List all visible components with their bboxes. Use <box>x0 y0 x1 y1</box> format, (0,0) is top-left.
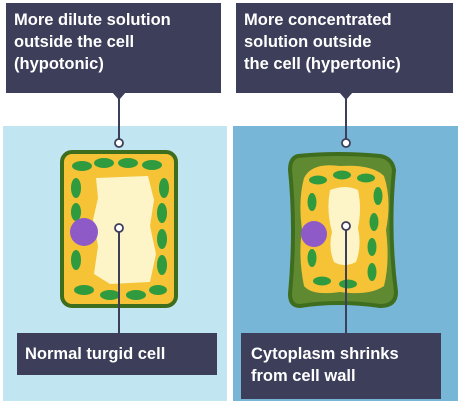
circle-pointer-icon <box>341 221 351 231</box>
chloroplast-icon <box>307 249 317 267</box>
plasmolysed-chloroplasts <box>307 170 383 289</box>
chloroplast-icon <box>74 285 94 295</box>
chloroplast-icon <box>71 178 81 198</box>
label-notches <box>112 92 353 100</box>
hypertonic-label: More concentrated solution outside the c… <box>236 3 453 93</box>
chloroplast-icon <box>307 193 317 211</box>
circle-pointer-icon <box>341 138 351 148</box>
pointer-lines <box>114 93 351 333</box>
chloroplast-icon <box>373 187 383 205</box>
chloroplast-icon <box>118 158 138 168</box>
chloroplast-icon <box>157 255 167 275</box>
chloroplast-icon <box>157 229 167 249</box>
nucleus-icon <box>70 218 98 246</box>
chloroplast-icon <box>357 173 375 183</box>
chloroplast-icon <box>333 170 351 180</box>
plasmolysed-cell <box>287 152 399 309</box>
chloroplast-icon <box>367 263 377 281</box>
chloroplast-icon <box>159 178 169 198</box>
hypotonic-label: More dilute solution outside the cell (h… <box>6 3 221 93</box>
chloroplast-icon <box>339 279 357 289</box>
chloroplast-icon <box>71 203 81 221</box>
cytoplasm-shrinks-label: Cytoplasm shrinks from cell wall <box>241 333 441 399</box>
chloroplast-icon <box>149 285 167 295</box>
chloroplast-icon <box>309 175 327 185</box>
chloroplast-icon <box>72 161 92 171</box>
turgid-vacuole <box>93 176 156 284</box>
chloroplast-icon <box>71 250 81 270</box>
chloroplast-icon <box>367 238 377 256</box>
chloroplast-icon <box>157 203 167 223</box>
circle-pointer-icon <box>114 138 124 148</box>
nucleus-icon <box>301 221 327 247</box>
chloroplast-icon <box>142 160 162 170</box>
turgid-chloroplasts <box>71 158 169 300</box>
circle-pointer-icon <box>114 223 124 233</box>
chloroplast-icon <box>126 290 146 300</box>
chloroplast-icon <box>313 276 331 286</box>
chloroplast-icon <box>94 158 114 168</box>
chloroplast-icon <box>100 290 120 300</box>
turgid-cell-label: Normal turgid cell <box>17 333 217 375</box>
chloroplast-icon <box>369 213 379 231</box>
